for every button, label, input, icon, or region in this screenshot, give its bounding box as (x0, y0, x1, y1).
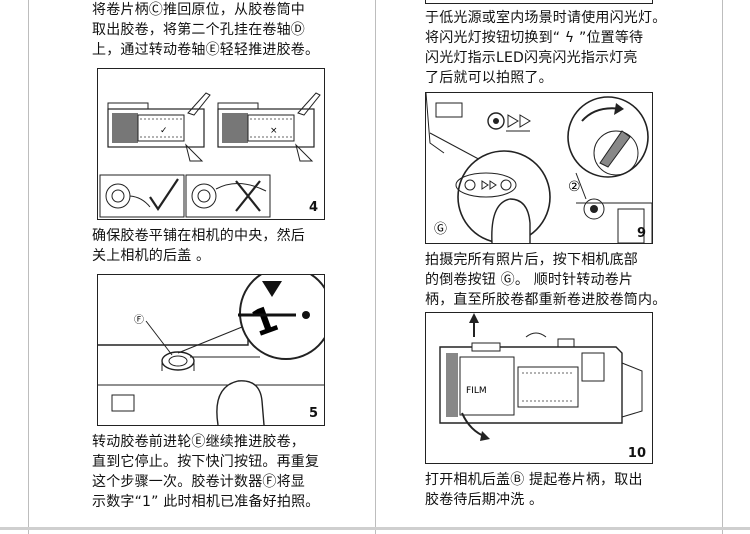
figure-5: 1 Ⓕ 5 (97, 274, 325, 426)
figure-4-cross-mark: × (270, 126, 278, 136)
figure-9-marker-2: ② (568, 179, 581, 195)
figure-9-illustration: Ⓖ ② (426, 93, 652, 243)
right-intro-text: 于低光源或室内场景时请使用闪光灯。 将闪光灯按钮切换到“ ϟ ”位置等待 闪光灯… (425, 10, 667, 86)
figure-4: ✓ × 4 (97, 68, 325, 220)
caption-figure-4: 确保胶卷平铺在相机的中央，然后 关上相机的后盖 。 (92, 228, 305, 264)
figure-10-illustration: FILM (439, 313, 643, 441)
caption-figure-9: 拍摄完所有照片后，按下相机底部 的倒卷按钮 Ⓖ。 顺时针转动卷片 柄，直至所胶卷… (425, 252, 667, 308)
left-intro-text: 将卷片柄Ⓒ推回原位，从胶卷筒中 取出胶卷，将第二个孔挂在卷轴Ⓓ 上，通过转动卷轴… (92, 2, 320, 58)
bottom-rule (0, 527, 750, 530)
figure-5-illustration: 1 Ⓕ (98, 275, 324, 425)
figure-9-number: 9 (636, 226, 646, 241)
left-border-line (28, 0, 29, 534)
figure-9-marker-g: Ⓖ (434, 222, 447, 237)
figure-4-number: 4 (308, 200, 318, 215)
figure-10-number: 10 (627, 446, 646, 461)
figure-10: FILM 10 (425, 312, 653, 464)
right-top-figure-edge (425, 0, 653, 4)
caption-figure-10: 打开相机后盖Ⓑ 提起卷片柄，取出 胶卷待后期冲洗 。 (425, 472, 643, 508)
figure-5-marker-label: Ⓕ (134, 314, 144, 326)
right-border-line (722, 0, 723, 534)
figure-5-number: 5 (308, 406, 318, 421)
figure-4-illustration: ✓ × (99, 92, 321, 218)
center-divider-line (375, 0, 376, 534)
figure-10-film-label: FILM (466, 386, 487, 396)
figure-4-check-mark: ✓ (160, 126, 168, 136)
caption-figure-5: 转动胶卷前进轮Ⓔ继续推进胶卷， 直到它停止。按下快门按钮。再重复 这个步骤一次。… (92, 434, 320, 510)
figure-9: Ⓖ ② 9 (425, 92, 653, 244)
